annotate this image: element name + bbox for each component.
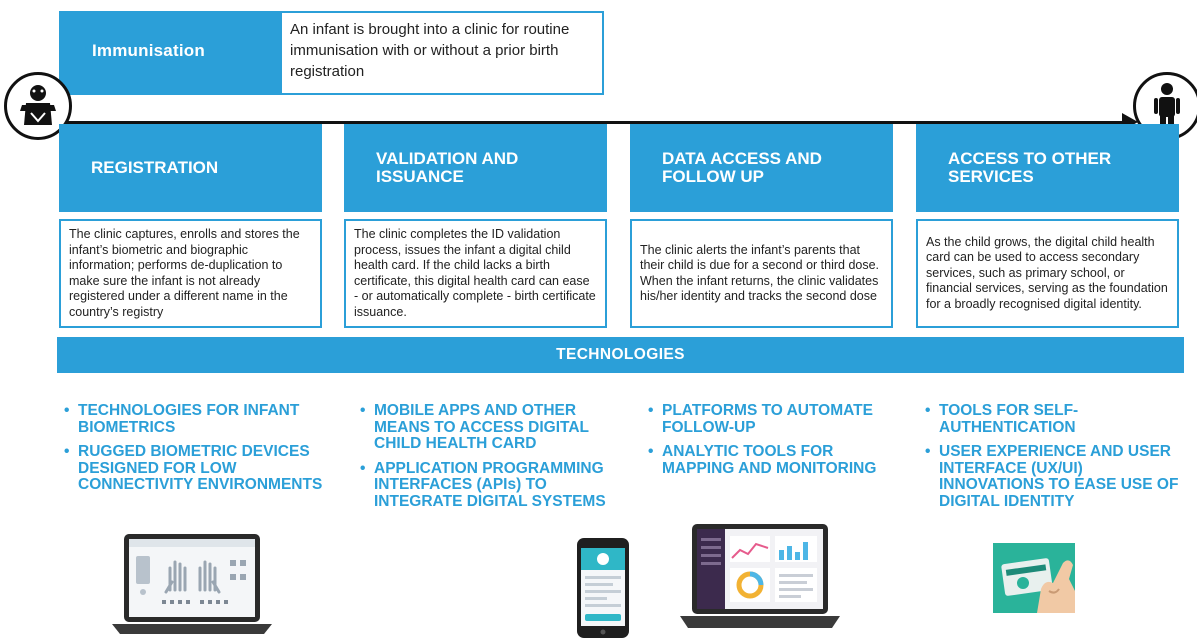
- phase-title-line2: SERVICES: [948, 167, 1034, 186]
- laptop-biometrics-icon: [112, 534, 272, 638]
- laptop-dashboard-icon: [680, 524, 840, 632]
- phase-description-text: The clinic alerts the infant’s parents t…: [640, 242, 880, 304]
- tech-item: APPLICATION PROGRAMMING INTERFACES (APIs…: [360, 460, 620, 511]
- phase-title-line1: DATA ACCESS AND: [662, 149, 822, 168]
- phase-data-access-description: The clinic alerts the infant’s parents t…: [630, 219, 893, 328]
- tech-item: MOBILE APPS AND OTHER MEANS TO ACCESS DI…: [360, 402, 620, 453]
- technologies-title: TECHNOLOGIES: [57, 337, 1184, 373]
- phase-description-text: As the child grows, the digital child he…: [926, 234, 1168, 311]
- immunisation-description: An infant is brought into a clinic for r…: [282, 11, 604, 95]
- phase-other-services-header: ACCESS TO OTHER SERVICES: [916, 124, 1179, 212]
- tech-item: RUGGED BIOMETRIC DEVICES DESIGNED FOR LO…: [64, 443, 329, 494]
- phase-validation-description: The clinic completes the ID validation p…: [344, 219, 607, 328]
- phase-registration-header: REGISTRATION: [59, 124, 322, 212]
- phase-title-line1: ACCESS TO OTHER: [948, 149, 1112, 168]
- tech-column-1: TECHNOLOGIES FOR INFANT BIOMETRICS RUGGE…: [64, 402, 329, 502]
- phase-description-text: The clinic completes the ID validation p…: [354, 227, 596, 319]
- phase-registration-description: The clinic captures, enrolls and stores …: [59, 219, 322, 328]
- immunisation-title: Immunisation: [92, 41, 205, 60]
- mobile-phone-icon: [577, 538, 629, 638]
- phase-title-line2: ISSUANCE: [376, 167, 464, 186]
- tech-item: TECHNOLOGIES FOR INFANT BIOMETRICS: [64, 402, 329, 436]
- tech-column-3: PLATFORMS TO AUTOMATE FOLLOW-UP ANALYTIC…: [648, 402, 893, 485]
- phase-data-access-header: DATA ACCESS AND FOLLOW UP: [630, 124, 893, 212]
- tech-item: PLATFORMS TO AUTOMATE FOLLOW-UP: [648, 402, 893, 436]
- tech-item: USER EXPERIENCE AND USER INTERFACE (UX/U…: [925, 443, 1190, 510]
- tech-item: TOOLS FOR SELF-AUTHENTICATION: [925, 402, 1190, 436]
- phase-title-line2: FOLLOW UP: [662, 167, 764, 186]
- baby-icon: [4, 72, 72, 140]
- timeline-line: [58, 121, 1134, 124]
- phase-validation-header: VALIDATION AND ISSUANCE: [344, 124, 607, 212]
- phase-title-line1: REGISTRATION: [91, 158, 219, 177]
- tech-column-4: TOOLS FOR SELF-AUTHENTICATION USER EXPER…: [925, 402, 1190, 518]
- phase-other-services-description: As the child grows, the digital child he…: [916, 219, 1179, 328]
- tech-column-2: MOBILE APPS AND OTHER MEANS TO ACCESS DI…: [360, 402, 620, 518]
- immunisation-header: [59, 11, 282, 95]
- card-hand-icon: [993, 543, 1075, 613]
- tech-item: ANALYTIC TOOLS FOR MAPPING AND MONITORIN…: [648, 443, 893, 477]
- phase-description-text: The clinic captures, enrolls and stores …: [69, 227, 300, 319]
- phase-title-line1: VALIDATION AND: [376, 149, 519, 168]
